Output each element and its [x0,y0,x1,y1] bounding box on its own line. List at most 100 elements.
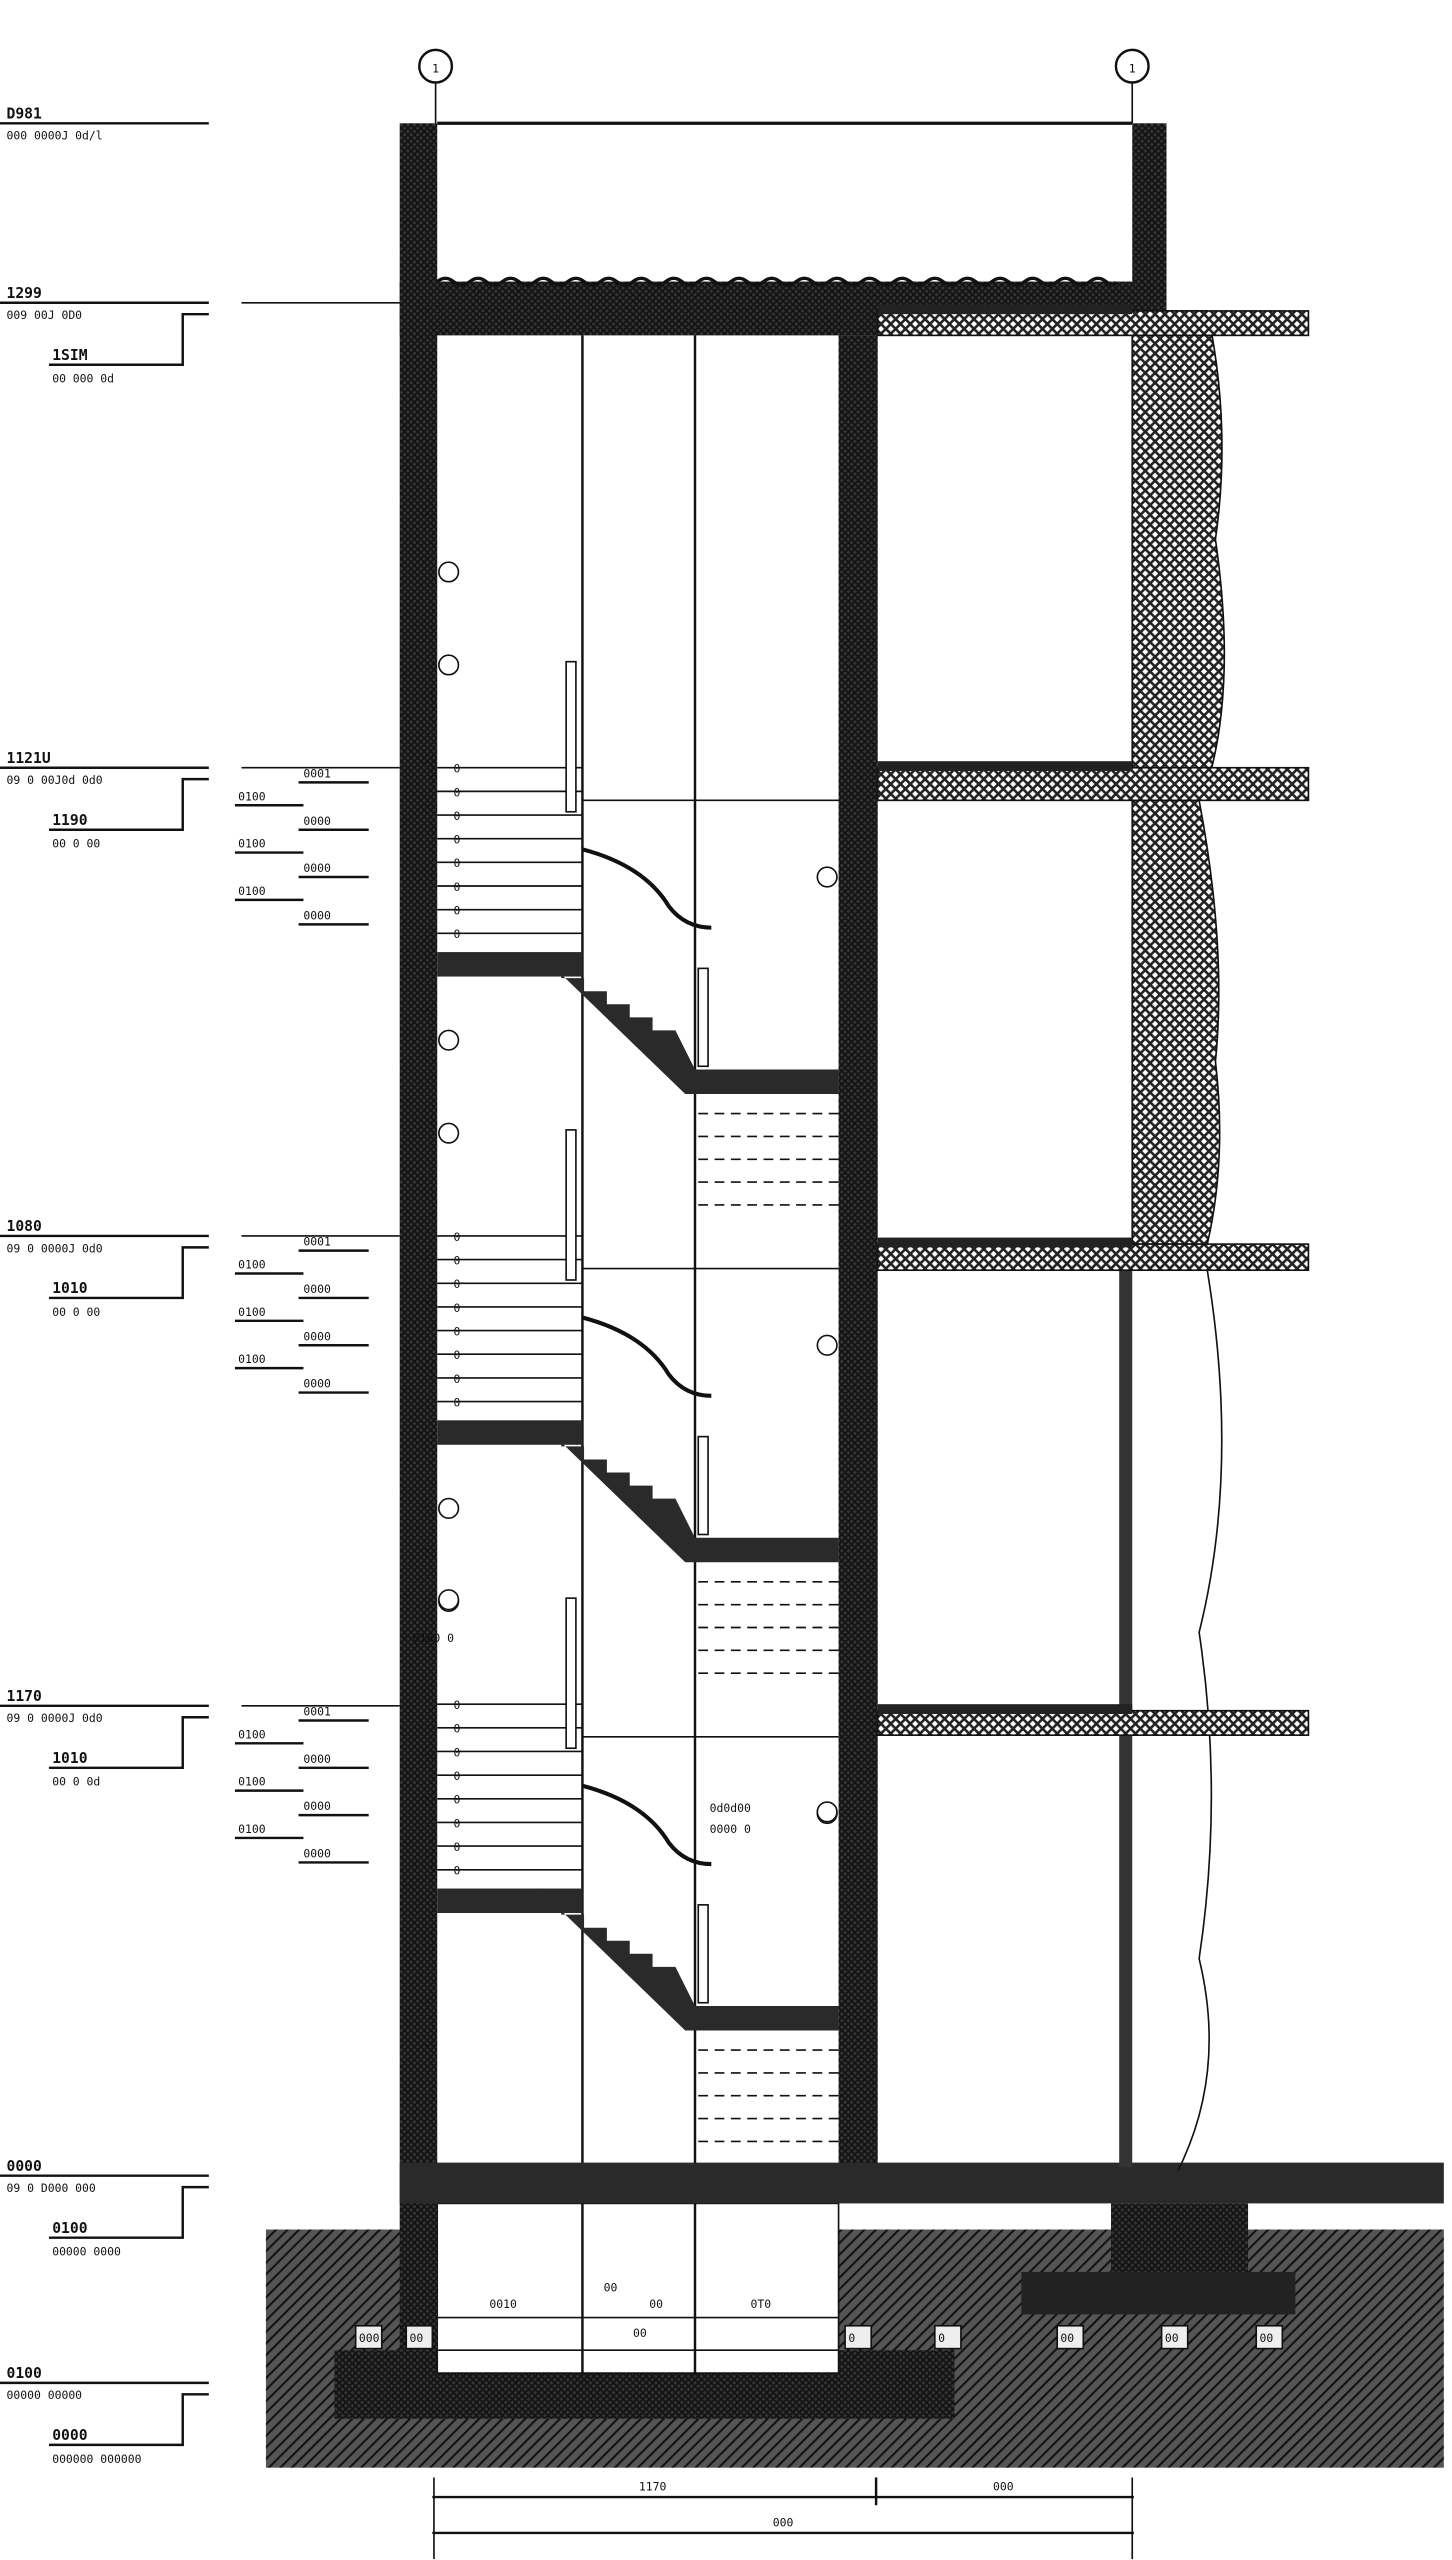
pipe-marker [438,654,460,676]
level-title: 1121U [7,750,51,767]
step-number: 0 [454,1324,461,1338]
pit-dimension: 00 [649,2297,663,2311]
step-number: 0 [454,1698,461,1712]
foundation-tag: 00 [1259,2331,1273,2345]
room-tag: 0100 0 [413,1631,454,1645]
level-leader [48,1246,209,1300]
pipe-marker [816,1334,838,1356]
riser-label: 0100 [238,1352,266,1366]
level-inner-subtitle: 00 0 0d [52,1775,100,1789]
handrail-post [565,1129,577,1281]
riser-label: 0000 [303,1752,331,1766]
ground-slab [399,2162,1444,2204]
riser-label: 0100 [238,1822,266,1836]
pipe-marker [438,1122,460,1144]
level-subtitle: 09 0 0000J 0d0 [7,1241,103,1255]
pit-dimension: 0010 [489,2297,517,2311]
riser-label: 0000 [303,1847,331,1861]
riser-label: 0001 [303,1235,331,1249]
handrail-post [565,1597,577,1750]
handrail-post [697,967,709,1068]
pipe-marker [816,866,838,888]
dimension-lines: 1170 000 000 [432,2477,1134,2560]
step-number: 0 [454,1395,461,1409]
level-title: 1170 [7,1688,42,1705]
floor-slab [876,1243,1310,1272]
riser-label: 0000 [303,908,331,922]
pipe-marker [816,1801,838,1823]
level-inner-subtitle: 00000 0000 [52,2245,121,2259]
step-number: 0 [454,833,461,847]
foundation-tag: 00 [409,2331,423,2345]
foundation-tag-box [405,2324,434,2350]
pit-dimension: 00 [633,2326,647,2340]
step-number: 0 [454,1254,461,1268]
grid-label: 1 [432,62,439,76]
foundation-tag-box [844,2324,873,2350]
pipe-marker [438,1029,460,1051]
level-leader [48,2185,209,2239]
riser-label: 0000 [303,1282,331,1296]
step-number: 0 [454,1277,461,1291]
riser-label: 0000 [303,1329,331,1343]
level-title: 1299 [7,285,42,302]
step-number: 0 [454,1301,461,1315]
floor-slab [876,766,1310,802]
footing-beam [1021,2271,1296,2315]
handrail-post [697,1904,709,2004]
riser-label: 0000 [303,861,331,875]
pipe-marker [438,561,460,583]
step-number: 0 [454,1722,461,1736]
foundation-tag-box [1056,2324,1085,2350]
foundation-tag: 00 [1165,2331,1179,2345]
level-inner-subtitle: 00 0 00 [52,1305,100,1319]
step-number: 0 [454,1864,461,1878]
level-subtitle: 009 00J 0D0 [7,308,83,322]
floor-slab [876,1709,1310,1736]
level-inner-subtitle: 00 000 0d [52,372,114,386]
pipe-marker [438,1589,460,1611]
step-number: 0 [454,785,461,799]
foundation-tag-box [1255,2324,1284,2350]
level-inner-title: 1010 [52,1280,87,1297]
handrail [581,847,712,930]
slab-edge [877,1704,1133,1714]
column-base [1111,2203,1249,2272]
right-parapet [1132,123,1167,311]
slab-edge [877,1237,1133,1248]
step-number: 0 [454,1769,461,1783]
foundation-tag-box [354,2324,383,2350]
step-number: 0 [454,809,461,823]
level-title: 0100 [7,2365,42,2382]
level-subtitle: 000 0000J 0d/l [7,129,103,143]
level-leader [48,777,209,831]
step-number: 0 [454,880,461,894]
handrail-post [565,660,577,813]
level-subtitle: 09 0 D000 000 [7,2181,96,2195]
slab-edge [877,761,1133,771]
pipe-marker [438,1497,460,1520]
step-number: 0 [454,927,461,941]
annotation-line-1: 0d0d00 [710,1801,751,1815]
handrail [581,1315,712,1398]
slab-edge [877,304,1133,315]
level-inner-title: 1010 [52,1750,87,1767]
level-inner-subtitle: 000000 000000 [52,2452,141,2466]
foundation-tag: 0 [938,2331,945,2345]
handrail-post [697,1435,709,1536]
level-inner-title: 0000 [52,2427,87,2444]
riser-label: 0001 [303,1705,331,1719]
level-inner-title: 1SIM [52,347,87,364]
step-number: 0 [454,904,461,918]
riser-label: 0100 [238,837,266,851]
riser-label: 0100 [238,1775,266,1789]
roof-membrane [436,276,1118,287]
dim-total-span: 000 [773,2515,794,2529]
level-leader [48,312,209,366]
riser-label: 0100 [238,1258,266,1272]
step-number: 0 [454,762,461,776]
stair-flight [538,1888,839,2031]
